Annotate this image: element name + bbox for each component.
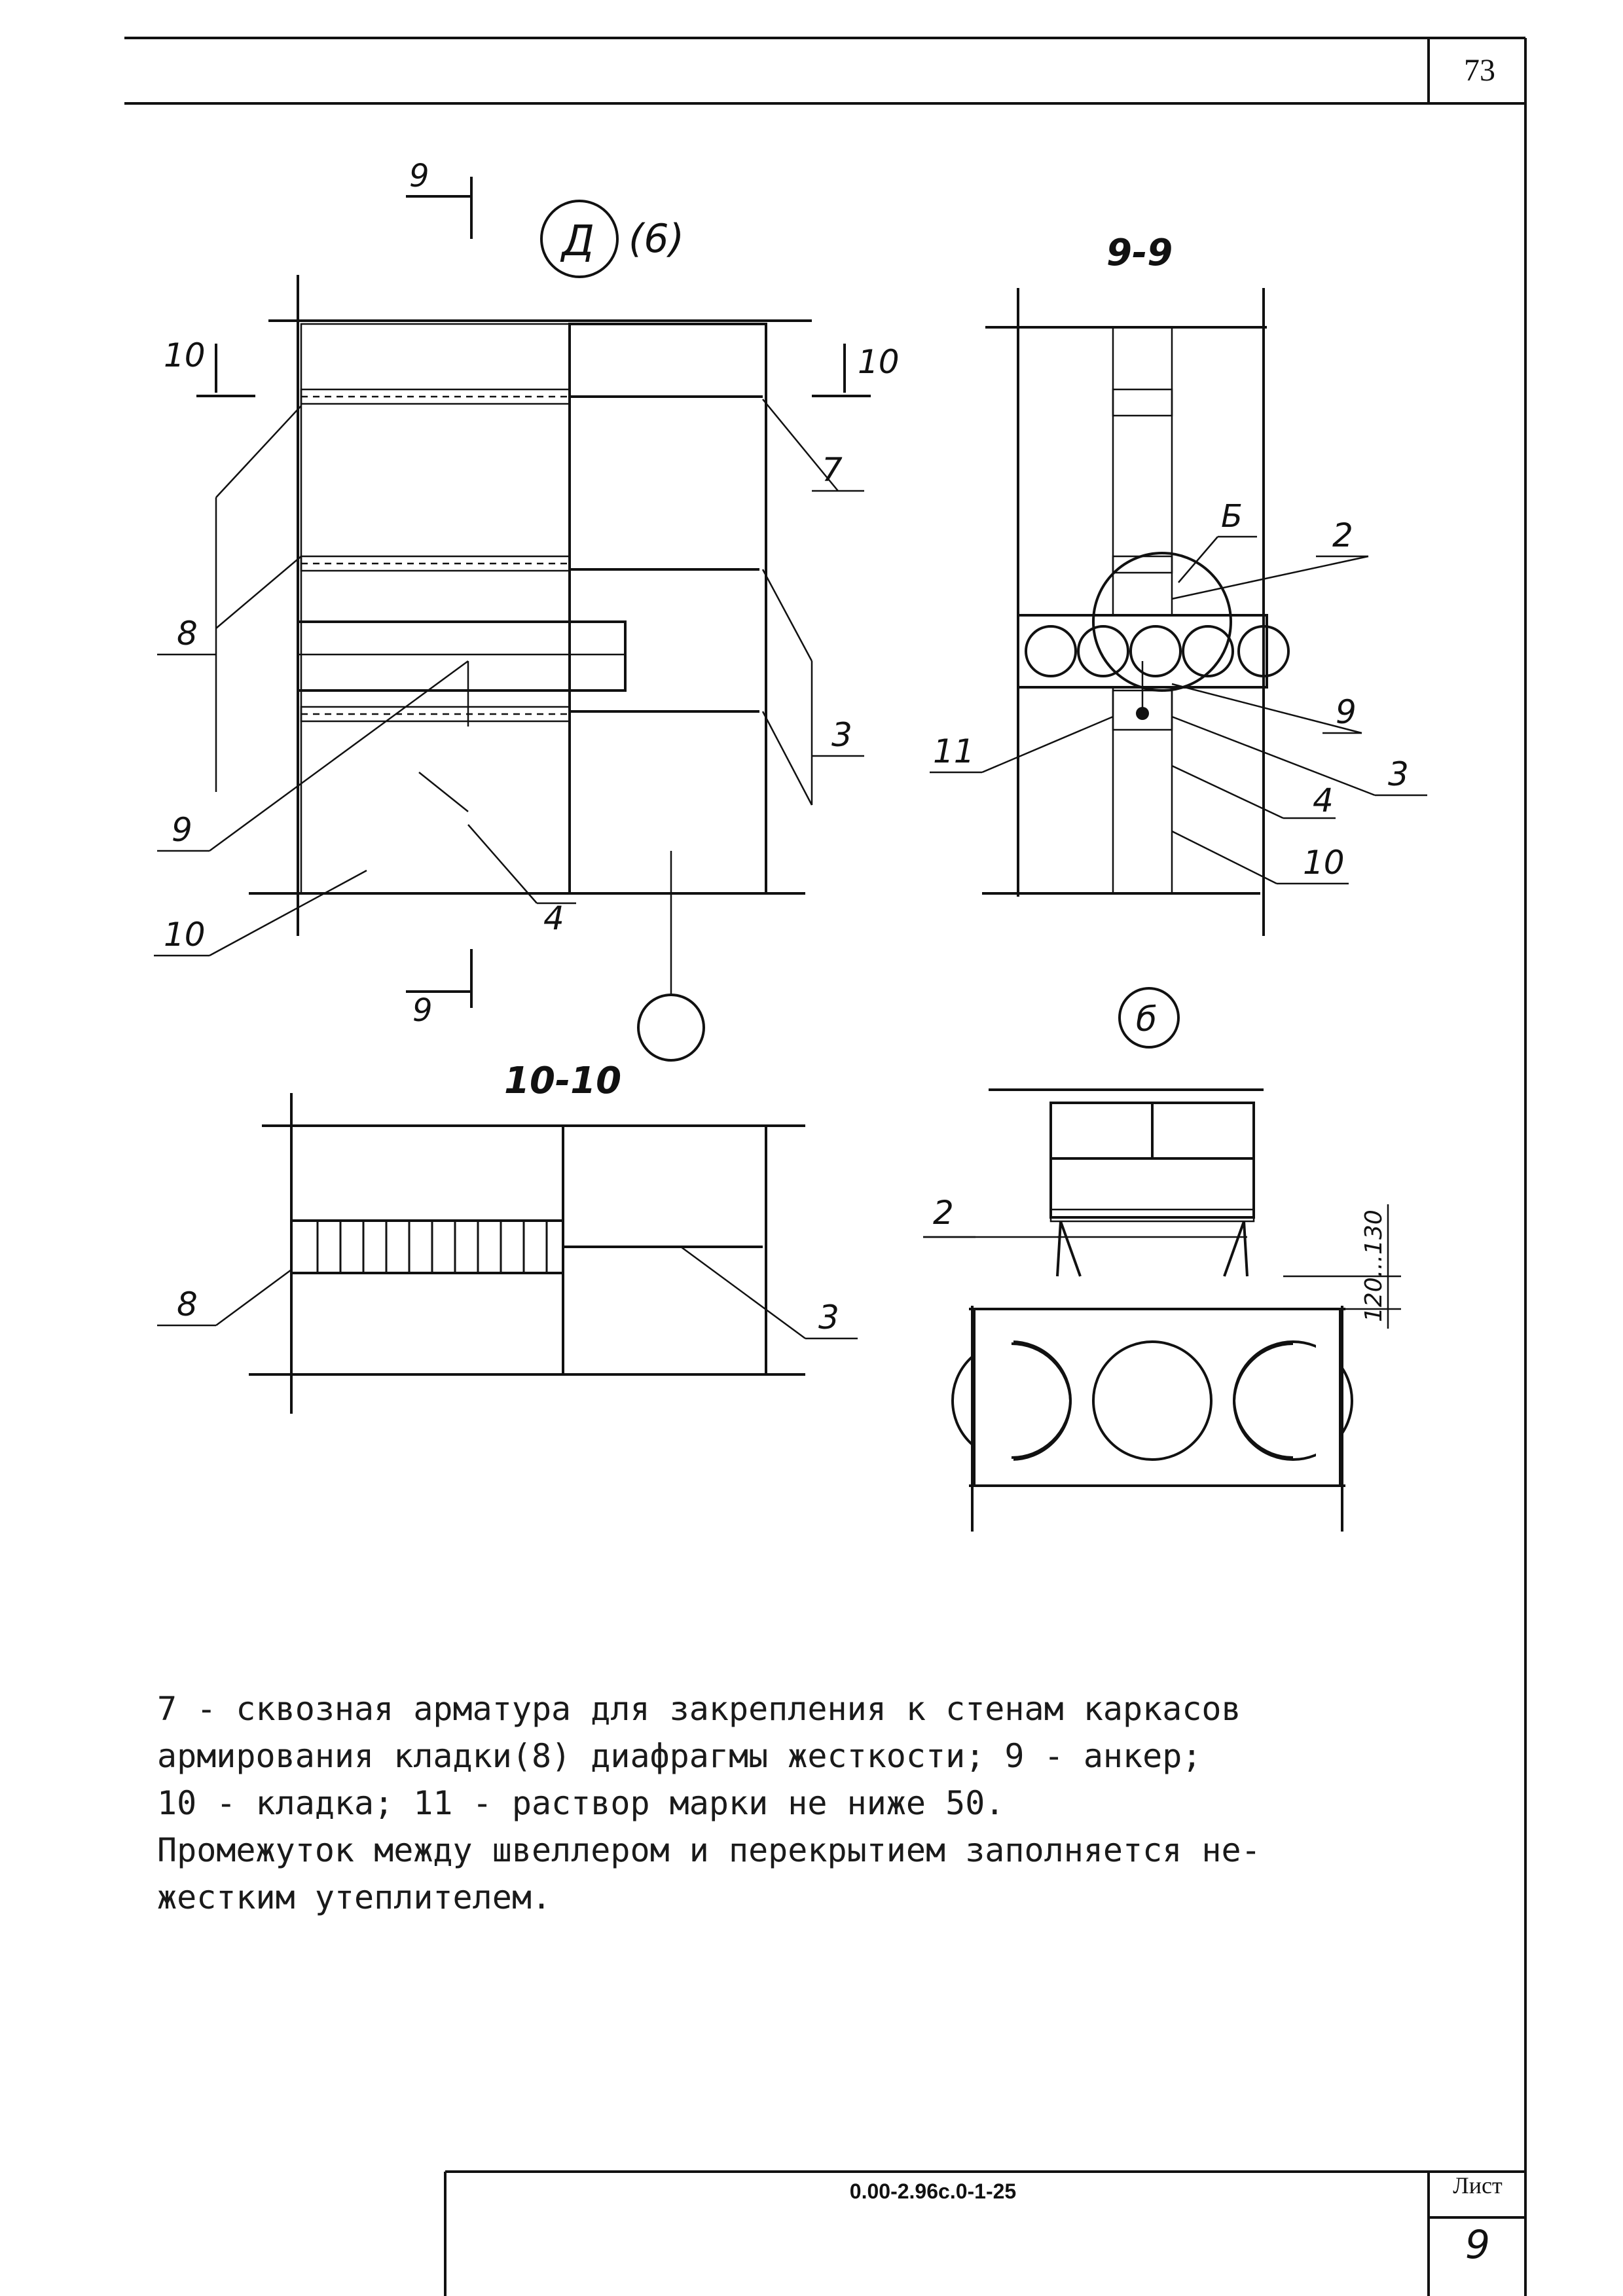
- main-callouts: 7 3 8 9 10 4: [154, 399, 864, 957]
- callout-4-section: 4: [1313, 781, 1334, 819]
- sheet-label: Лист: [1453, 2172, 1503, 2198]
- callout-9: 9: [172, 811, 192, 849]
- sheet-frame: [124, 37, 1527, 2296]
- node-b-small: Б: [1221, 498, 1243, 535]
- callout-8: 8: [177, 615, 198, 653]
- note-line: жестким утеплителем.: [157, 1878, 552, 1916]
- callout-7: 7: [822, 451, 843, 489]
- callout-3-section-10: 3: [818, 1299, 839, 1336]
- cut-mark-10-right: 10: [858, 343, 900, 381]
- callout-2-detail: 2: [933, 1194, 954, 1232]
- node-letter: Д: [560, 217, 594, 266]
- note-line: 10 - кладка; 11 - раствор марки не ниже …: [157, 1784, 1005, 1822]
- note-line: 7 - сквозная арматура для закрепления к …: [157, 1690, 1241, 1728]
- node-sheet: (6): [629, 216, 684, 262]
- page-number: 73: [1464, 53, 1495, 88]
- sheet-number: 9: [1465, 2222, 1491, 2268]
- callout-3-section: 3: [1388, 755, 1409, 793]
- cut-mark-9-bottom: 9: [412, 992, 433, 1029]
- callout-3: 3: [831, 716, 852, 754]
- callout-8-section: 8: [177, 1285, 198, 1323]
- dimension-gap: 120...130: [1360, 1210, 1387, 1322]
- callout-11: 11: [933, 732, 975, 770]
- note-line: армирования кладки(8) диафрагмы жесткост…: [157, 1737, 1202, 1775]
- main-elevation: [249, 275, 812, 936]
- callout-10: 10: [164, 916, 206, 954]
- callout-2-section: 2: [1332, 516, 1353, 554]
- cut-mark-9-top: 9: [409, 158, 429, 194]
- section-9-9-title: 9-9: [1106, 232, 1173, 274]
- callout-10-section: 10: [1303, 844, 1345, 882]
- note-line: Промежуток между швеллером и перекрытием…: [157, 1831, 1261, 1869]
- section-9-9: 9-9 2 Б 9 3 11 4: [930, 232, 1427, 936]
- notes-block: 7 - сквозная арматура для закрепления к …: [157, 1685, 1401, 1921]
- document-code: 0.00-2.96с.0-1-25: [849, 2179, 1017, 2203]
- node-b-detail: б 2 120...130: [923, 987, 1401, 1532]
- cut-mark-10-left: 10: [164, 336, 206, 374]
- callout-9-section: 9: [1336, 693, 1357, 731]
- section-10-10-title: 10-10: [504, 1060, 621, 1102]
- node-title: Д (6): [540, 200, 705, 1062]
- section-10-10: 10-10 8 3: [157, 1060, 858, 1414]
- callout-4: 4: [543, 899, 564, 937]
- node-b-label: б: [1136, 1000, 1157, 1039]
- cut-markers: 9 9 10 10: [164, 158, 900, 1029]
